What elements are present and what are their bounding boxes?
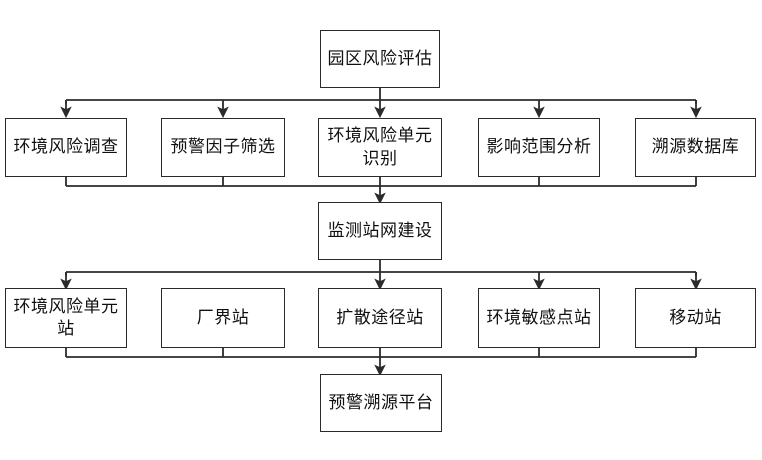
node-label: 环境风险单元识别 xyxy=(327,126,433,169)
node-label: 影响范围分析 xyxy=(486,137,592,158)
node-early-warning-factor-screening[interactable]: 预警因子筛选 xyxy=(161,118,285,177)
node-label: 环境敏感点站 xyxy=(486,307,592,328)
node-label: 环境风险调查 xyxy=(13,137,119,158)
node-label: 扩散途径站 xyxy=(336,307,424,328)
node-label: 厂界站 xyxy=(196,307,250,328)
node-park-risk-assessment[interactable]: 园区风险评估 xyxy=(320,30,440,88)
node-environmental-risk-unit-station[interactable]: 环境风险单元站 xyxy=(5,288,127,348)
node-impact-range-analysis[interactable]: 影响范围分析 xyxy=(478,118,600,177)
node-environmental-sensitive-point-station[interactable]: 环境敏感点站 xyxy=(478,288,600,348)
node-environmental-risk-unit-identification[interactable]: 环境风险单元识别 xyxy=(318,118,442,177)
node-label: 预警因子筛选 xyxy=(170,137,276,158)
node-early-warning-traceability-platform[interactable]: 预警溯源平台 xyxy=(320,374,442,432)
node-label: 移动站 xyxy=(669,307,722,328)
node-plant-boundary-station[interactable]: 厂界站 xyxy=(161,288,285,348)
node-label: 监测站网建设 xyxy=(327,220,433,241)
node-label: 预警溯源平台 xyxy=(328,392,434,413)
node-mobile-station[interactable]: 移动站 xyxy=(635,288,756,348)
node-label: 溯源数据库 xyxy=(651,137,740,158)
node-label: 园区风险评估 xyxy=(327,48,433,69)
node-monitoring-station-network-construction[interactable]: 监测站网建设 xyxy=(318,202,442,260)
node-label: 环境风险单元站 xyxy=(13,296,119,339)
node-traceability-database[interactable]: 溯源数据库 xyxy=(635,118,756,177)
node-environmental-risk-survey[interactable]: 环境风险调查 xyxy=(5,118,127,177)
node-diffusion-pathway-station[interactable]: 扩散途径站 xyxy=(318,288,442,348)
